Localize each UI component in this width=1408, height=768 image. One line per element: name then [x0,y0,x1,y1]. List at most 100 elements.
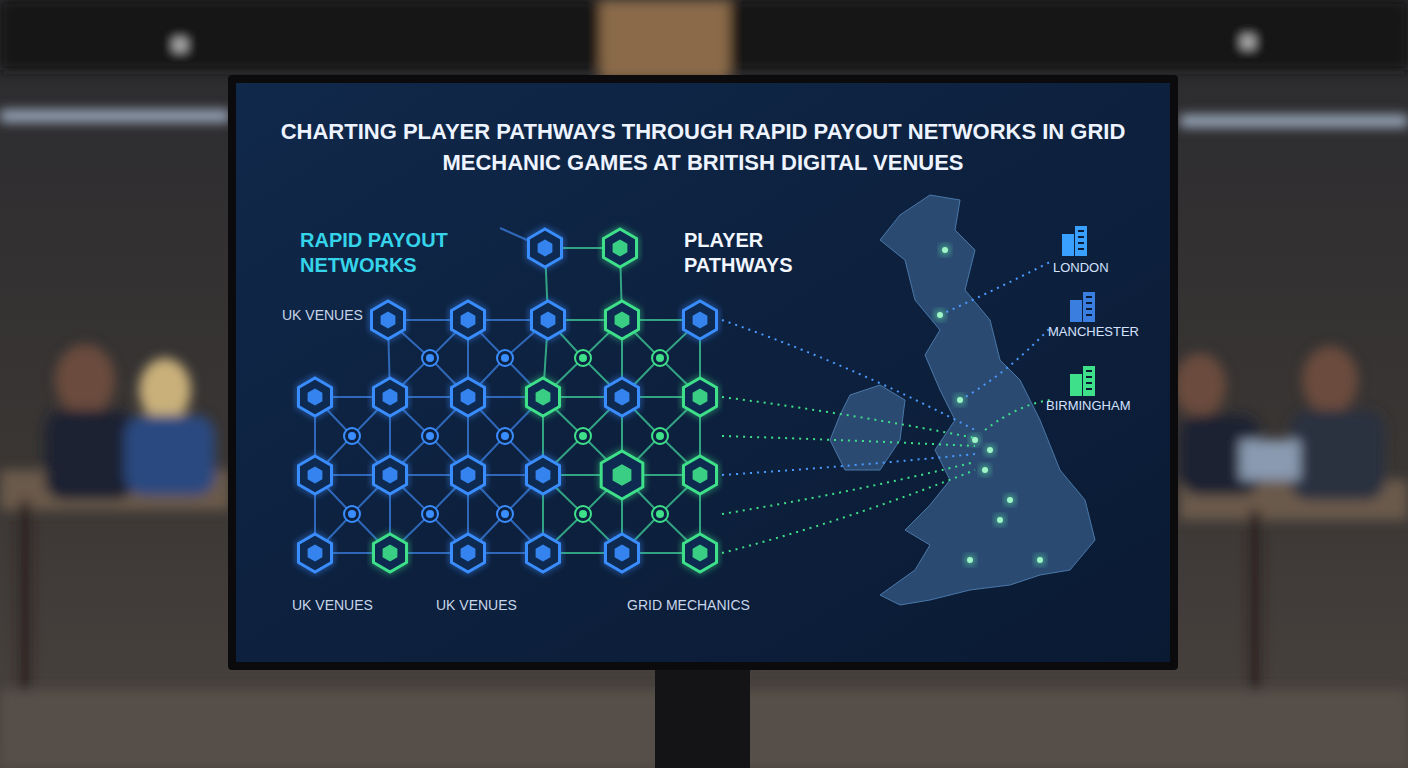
building-window [1078,236,1084,238]
building-icon [1070,300,1082,322]
junction-dot [497,350,513,366]
junction-dot [344,506,360,522]
hex-core [693,466,708,483]
hex-glow [524,375,562,419]
hex-core [536,545,551,562]
hex-node [452,378,485,416]
hex-glow [371,375,409,419]
hex-node [684,301,717,339]
pathway-lines [722,244,1050,566]
pathway-dotted [722,397,975,438]
building-window [1086,388,1092,390]
map-glow [939,244,951,256]
junction-core [501,432,509,440]
junction-dot [652,350,668,366]
hex-core [383,388,398,405]
hex-node [527,456,560,494]
hex-glow [681,453,719,497]
hex-node [374,456,407,494]
hex-glow [369,298,407,342]
hex-core [693,311,708,328]
city-label: MANCHESTER [1048,324,1139,340]
hex-glow [524,531,562,575]
network-grid [296,226,719,575]
hex-glow [371,531,409,575]
hex-glow [603,375,641,419]
map-dot [1007,497,1013,503]
hex-core [381,311,396,328]
hex-node [374,378,407,416]
hex-node [374,534,407,572]
hex-core [615,311,630,328]
junction-dot [422,428,438,444]
hex-node [299,456,332,494]
map-glow [994,514,1006,526]
axis-label: GRID MECHANICS [627,597,750,614]
pathway-dotted [722,454,975,475]
hex-core [308,388,323,405]
section-heading: PLAYER PATHWAYS [684,228,802,278]
building-icon [1062,234,1074,256]
hex-node [452,301,485,339]
hex-core [536,388,551,405]
map-dot [1037,557,1043,563]
map-dot [987,447,993,453]
hex-glow [449,375,487,419]
hex-glow [599,448,646,502]
building-window [1078,242,1084,244]
pathway-dotted [722,462,975,514]
junction-core [579,510,587,518]
hex-node [299,534,332,572]
hex-core [461,388,476,405]
junction-dot [497,506,513,522]
hex-glow [296,531,334,575]
building-window [1086,370,1092,372]
hex-core [308,545,323,562]
map-glow [969,434,981,446]
hex-node [606,534,639,572]
building-window [1086,296,1092,298]
building-window [1086,308,1092,310]
hex-node [527,534,560,572]
hex-glow [449,531,487,575]
axis-label: UK VENUES [282,307,363,324]
map-glow [1004,494,1016,506]
hex-node [606,301,639,339]
city-link [960,328,1050,400]
junction-dot [497,428,513,444]
junction-dot [575,350,591,366]
hex-core [613,239,628,256]
hex-glow [681,375,719,419]
hex-glow [371,453,409,497]
hex-node [684,534,717,572]
building-window [1078,230,1084,232]
junction-core [348,432,356,440]
hex-core [461,311,476,328]
map-glow [1034,554,1046,566]
hex-core [615,388,630,405]
hex-core [383,545,398,562]
hex-node [529,229,562,267]
hex-node [684,378,717,416]
hex-node [299,378,332,416]
hex-glow [524,453,562,497]
hex-glow [449,298,487,342]
hex-glow [601,226,639,270]
junction-core [426,432,434,440]
building-icon [1070,374,1082,396]
hex-glow [296,375,334,419]
junction-dot [575,506,591,522]
hex-core [693,545,708,562]
map-dot [972,437,978,443]
hex-core [383,466,398,483]
junction-core [501,354,509,362]
hex-node [527,378,560,416]
junction-core [656,354,664,362]
city-label: BIRMINGHAM [1046,398,1131,414]
junction-core [656,510,664,518]
hex-node [606,378,639,416]
map-glow [979,464,991,476]
junction-core [579,432,587,440]
junction-core [426,354,434,362]
